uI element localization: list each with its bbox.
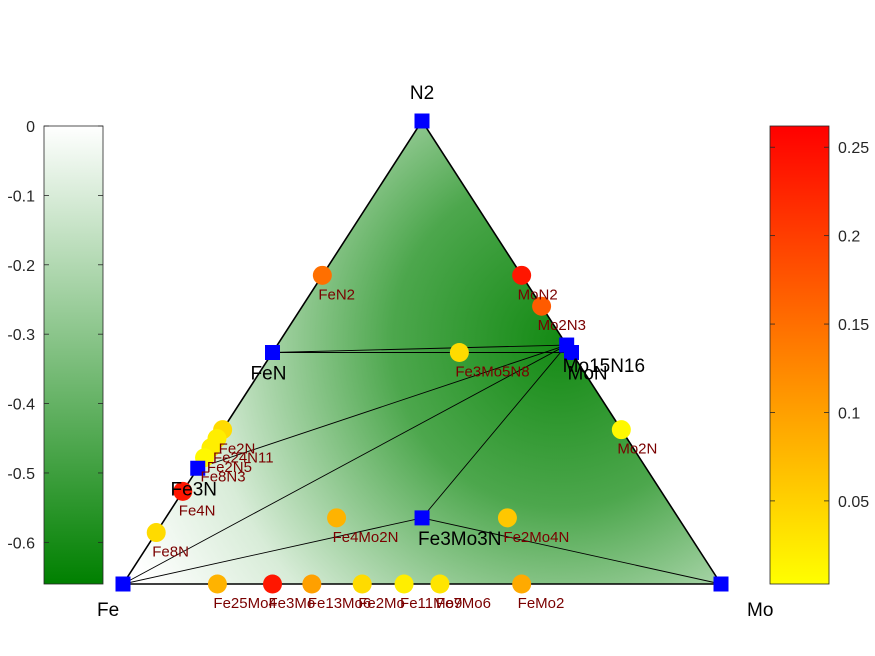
tie-line-fe3mo3n-mo15n16	[421, 344, 568, 519]
unstable-marker-fe25mo4	[207, 574, 227, 594]
unstable-marker-fe3mo5n8	[449, 343, 469, 362]
left-colorbar-ticks: 0 -0.1 -0.2 -0.3 -0.4 -0.5 -0.6	[7, 119, 103, 552]
unstable-label-fe4mo2n: Fe4Mo2N	[333, 529, 399, 546]
unstable-label-fe8n3: Fe8N3	[201, 469, 246, 486]
stable-marker-fe	[115, 576, 131, 592]
unstable-label-mo2n: Mo2N	[617, 441, 657, 458]
stable-label-n2: N2	[410, 83, 434, 104]
unstable-label-fe7mo6: Fe7Mo6	[436, 595, 491, 612]
left-colorbar: 0 -0.1 -0.2 -0.3 -0.4 -0.5 -0.6	[7, 119, 104, 585]
stable-marker-mo	[713, 576, 729, 592]
unstable-label-fe24n11: Fe24N11	[213, 449, 274, 466]
left-tick-label: -0.6	[7, 535, 35, 552]
stable-label-fe: Fe	[97, 600, 119, 621]
unstable-marker-fe4n	[173, 481, 193, 501]
unstable-label-fe3mo: Fe3Mo	[269, 595, 316, 612]
stable-marker-n2	[414, 113, 430, 129]
unstable-marker-mo2n	[611, 420, 631, 440]
tie-line-fen-mo15n16	[272, 344, 567, 353]
right-colorbar-ticks: 0.25 0.2 0.15 0.1 0.05	[770, 140, 869, 511]
unstable-marker-femo2	[512, 574, 532, 594]
unstable-marker-mo2n3	[532, 296, 552, 316]
unstable-label-fe13mo6: Fe13Mo6	[308, 595, 371, 612]
stable-label-fen: FeN	[251, 364, 287, 385]
left-tick-label: -0.4	[7, 397, 35, 414]
right-tick-label: 0.25	[838, 140, 869, 157]
unstable-label-mon2: MoN2	[518, 286, 558, 303]
stable-marker-fen	[265, 345, 280, 360]
stable-label-fe3mo3n: Fe3Mo3N	[418, 529, 501, 550]
unstable-marker-mon2	[512, 265, 532, 285]
unstable-label-mo2n3: Mo2N3	[538, 317, 586, 334]
tie-line-fe-fe3mo3n	[122, 517, 423, 585]
unstable-phases	[146, 265, 631, 594]
unstable-marker-fe2mo4n	[497, 508, 517, 528]
unstable-label-fe2n5: Fe2N5	[207, 459, 252, 476]
right-tick-label: 0.2	[838, 229, 860, 246]
tie-line-fe3n-mo15n16	[197, 344, 567, 469]
left-tick-label: -0.2	[7, 258, 35, 275]
stable-phases	[115, 113, 729, 592]
unstable-label-fe3mo5n8: Fe3Mo5N8	[455, 364, 529, 381]
unstable-label-fe2n: Fe2N	[219, 441, 256, 458]
unstable-label-fe8n: Fe8N	[152, 544, 189, 561]
unstable-label-fe4n: Fe4N	[179, 502, 216, 519]
left-tick-label: -0.1	[7, 188, 35, 205]
unstable-marker-fe7mo6	[430, 574, 450, 594]
stable-marker-mo15n16	[559, 337, 575, 353]
left-tick-label: 0	[26, 119, 35, 136]
tie-line-fe3mo3n-mo	[421, 517, 722, 585]
unstable-label-fen2: FeN2	[318, 286, 355, 303]
unstable-marker-fe8n	[146, 523, 166, 543]
unstable-marker-fe11mo9	[394, 574, 414, 594]
unstable-label-femo2: FeMo2	[518, 595, 565, 612]
unstable-marker-fe13mo6	[302, 574, 322, 594]
stable-label-fe3n: Fe3N	[171, 479, 217, 500]
unstable-label-fe11mo9: Fe11Mo9	[400, 595, 462, 612]
right-tick-label: 0.1	[838, 405, 860, 422]
right-tick-label: 0.15	[838, 317, 869, 334]
unstable-marker-fen2	[312, 265, 332, 285]
unstable-label-fe25mo4: Fe25Mo4	[213, 595, 276, 612]
stable-marker-fe3mo3n	[414, 510, 430, 526]
left-tick-label: -0.3	[7, 327, 35, 344]
unstable-marker-fe2mo	[352, 574, 372, 594]
stable-marker-fe3n	[190, 460, 206, 476]
stable-label-mo15n16: Mo15N16	[563, 356, 645, 377]
right-colorbar: 0.25 0.2 0.15 0.1 0.05	[769, 125, 869, 585]
left-tick-label: -0.5	[7, 466, 35, 483]
right-colorbar-bar	[769, 125, 830, 585]
right-tick-label: 0.05	[838, 494, 869, 511]
stable-label-mo: Mo	[747, 600, 773, 621]
left-colorbar-bar	[43, 125, 104, 585]
unstable-label-fe2mo4n: Fe2Mo4N	[503, 529, 569, 546]
stable-label-mon: MoN	[568, 364, 608, 385]
unstable-marker-fe4mo2n	[327, 508, 347, 528]
unstable-label-fe2mo: Fe2Mo	[358, 595, 405, 612]
unstable-marker-fe3mo	[263, 574, 282, 594]
tie-line-fe-mo15n16	[122, 344, 567, 585]
